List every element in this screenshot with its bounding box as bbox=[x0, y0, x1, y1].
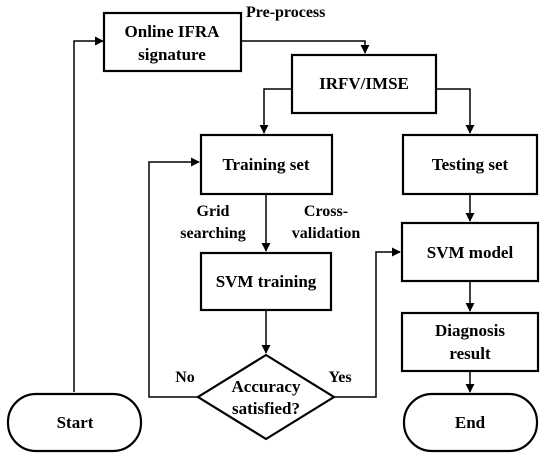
end-label: End bbox=[455, 413, 486, 432]
edge-start-to-ifra bbox=[73, 36, 104, 392]
svm-training-label: SVM training bbox=[216, 272, 317, 291]
node-irfv-imse: IRFV/IMSE bbox=[290, 53, 438, 115]
training-set-label: Training set bbox=[222, 155, 309, 174]
label-pre-process: Pre-process bbox=[246, 4, 325, 21]
node-start: Start bbox=[6, 392, 143, 453]
diagnosis-line-2: result bbox=[449, 344, 491, 363]
label-yes: Yes bbox=[328, 369, 351, 386]
online-ifra-line-2: signature bbox=[138, 45, 206, 64]
label-validation: validation bbox=[292, 225, 361, 242]
connectors bbox=[73, 36, 475, 398]
label-searching: searching bbox=[180, 225, 245, 242]
node-testing-set: Testing set bbox=[401, 133, 539, 196]
start-label: Start bbox=[57, 413, 94, 432]
edge-irfv-to-testing bbox=[436, 88, 475, 134]
node-svm-training: SVM training bbox=[199, 251, 333, 312]
edge-ifra-to-irfv bbox=[241, 40, 370, 54]
label-grid: Grid bbox=[197, 203, 230, 220]
node-training-set: Training set bbox=[199, 133, 334, 196]
node-accuracy-decision: Accuracy satisfied? bbox=[195, 353, 337, 441]
node-end: End bbox=[402, 392, 539, 453]
edge-accuracy-yes bbox=[334, 247, 401, 398]
diagnosis-line-1: Diagnosis bbox=[435, 321, 505, 340]
testing-set-label: Testing set bbox=[432, 155, 509, 174]
label-no: No bbox=[175, 369, 195, 386]
node-online-ifra: Online IFRA signature bbox=[102, 11, 243, 73]
edge-accuracy-no-loop bbox=[148, 157, 200, 398]
label-cross: Cross- bbox=[304, 203, 348, 220]
irfv-imse-label: IRFV/IMSE bbox=[319, 74, 409, 93]
svm-model-label: SVM model bbox=[427, 243, 514, 262]
accuracy-line-2: satisfied? bbox=[232, 399, 300, 418]
accuracy-line-1: Accuracy bbox=[232, 377, 301, 396]
edge-irfv-to-training bbox=[259, 88, 292, 134]
online-ifra-line-1: Online IFRA bbox=[125, 22, 221, 41]
node-diagnosis-result: Diagnosis result bbox=[400, 311, 540, 373]
node-svm-model: SVM model bbox=[400, 221, 540, 283]
